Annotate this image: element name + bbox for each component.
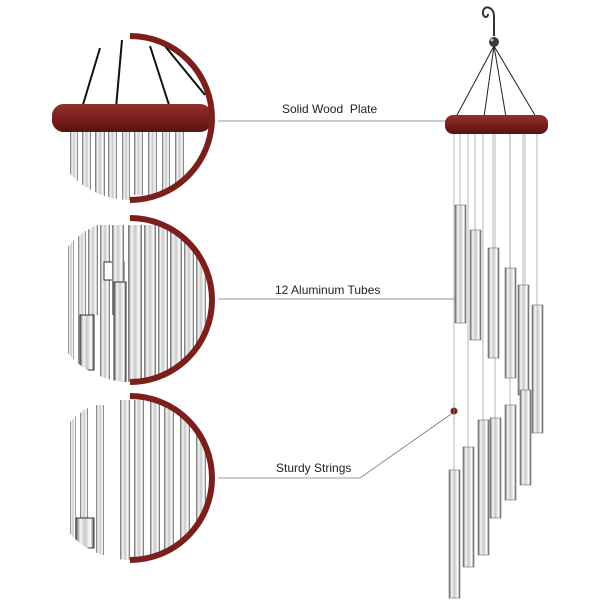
- aluminum-tube: [462, 446, 475, 568]
- aluminum-tube: [448, 469, 461, 599]
- aluminum-tube: [489, 417, 502, 519]
- callout-wood-plate-label: Solid Wood Plate: [282, 102, 378, 116]
- callout-aluminum-tubes-label: 12 Aluminum Tubes: [275, 283, 381, 297]
- leader-line-strings: [218, 411, 455, 479]
- aluminum-tube: [487, 247, 500, 359]
- aluminum-tube: [477, 419, 490, 556]
- hook-bead: [489, 37, 499, 47]
- aluminum-tube: [519, 389, 532, 486]
- aluminum-tube: [531, 304, 544, 434]
- wood-plate: [445, 115, 548, 134]
- wind-chime-full-view: [445, 6, 548, 599]
- aluminum-tube: [454, 204, 467, 324]
- s-hook-icon: [481, 6, 495, 36]
- aluminum-tube: [469, 229, 482, 341]
- leader-lines: [218, 120, 459, 479]
- zoom-circle-sturdy-strings: [48, 393, 215, 563]
- aluminum-tube: [517, 284, 530, 396]
- aluminum-tube: [504, 267, 517, 379]
- callout-sturdy-strings-label: Sturdy Strings: [276, 461, 352, 475]
- zoom-circle-wood-plate: [48, 33, 215, 203]
- zoom-circle-aluminum-tubes: [48, 215, 215, 385]
- aluminum-tube: [504, 404, 517, 501]
